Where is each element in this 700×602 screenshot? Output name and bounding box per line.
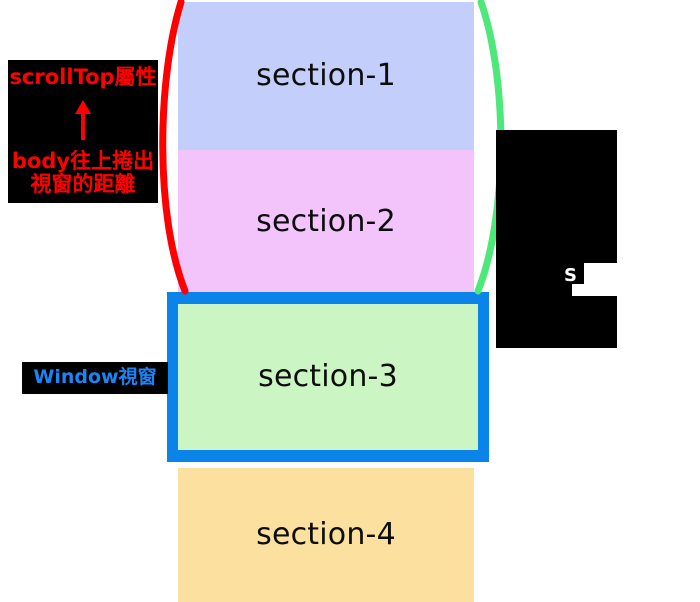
window-viewport-frame: section-3 — [167, 292, 489, 462]
redaction-bar — [584, 263, 688, 286]
right-annotation-text: S — [564, 264, 577, 286]
scrolltop-distance-line2: 視窗的距離 — [30, 172, 136, 197]
window-label-box: Window視窗 — [22, 362, 168, 394]
scrolltop-arrow — [71, 99, 95, 141]
scrolltop-property-label: scrollTop屬性 — [9, 65, 157, 89]
scrolltop-distance-line1: body往上捲出 — [11, 148, 155, 173]
redaction-bar-secondary — [572, 284, 618, 296]
section-4-label: section-4 — [256, 517, 396, 552]
section-2-label: section-2 — [256, 203, 396, 239]
section-4-block: section-4 — [178, 468, 474, 602]
scrolltop-annotation-box: scrollTop屬性 body往上捲出 視窗的距離 — [8, 60, 158, 203]
scrolltop-distance-text: body往上捲出 視窗的距離 — [11, 148, 155, 197]
section-1-label: section-1 — [256, 58, 396, 93]
right-annotation-box: S — [496, 130, 688, 348]
right-annotation-text-wrap: S — [496, 259, 688, 296]
section-1-block: section-1 — [178, 2, 474, 150]
section-3-label: section-3 — [258, 359, 398, 394]
section-2-block: section-2 — [178, 150, 474, 293]
window-label-text: Window視窗 — [33, 366, 157, 389]
section-3-block: section-3 — [178, 304, 478, 450]
